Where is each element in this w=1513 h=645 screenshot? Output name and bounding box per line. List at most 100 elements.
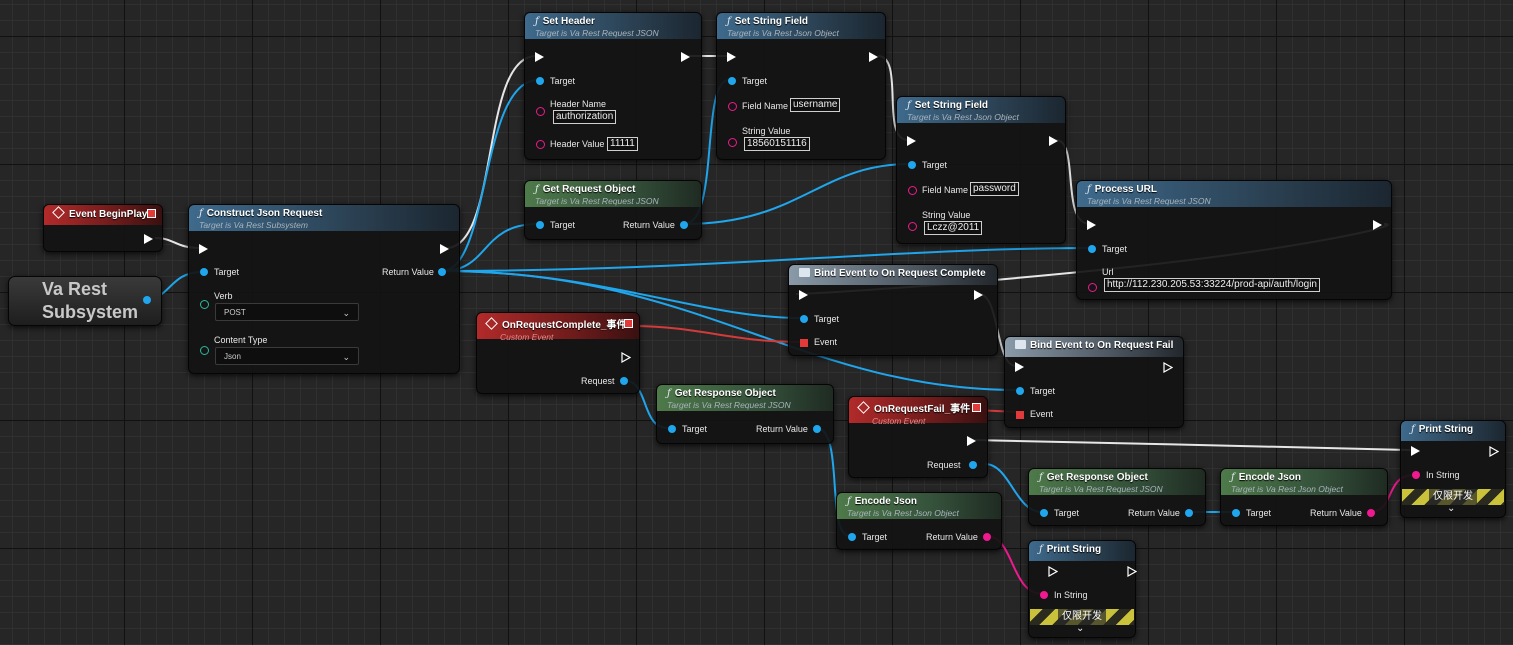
field-name-input[interactable]: username	[790, 98, 841, 112]
exec-in-pin[interactable]	[727, 52, 736, 62]
pin-label: Return Value	[926, 532, 978, 542]
target-pin[interactable]	[668, 425, 676, 433]
target-pin[interactable]	[908, 161, 916, 169]
node-title: Print String	[1418, 424, 1474, 435]
pin-label: Return Value	[382, 267, 434, 277]
delegate-square-icon[interactable]	[147, 209, 156, 218]
return-value-pin[interactable]	[983, 533, 991, 541]
bind-request-complete-node[interactable]: Bind Event to On Request Complete Target…	[788, 264, 998, 356]
exec-out-pin[interactable]	[967, 436, 976, 446]
node-title: Encode Json	[854, 496, 917, 507]
object-wire	[441, 247, 1091, 272]
header-value-pin[interactable]	[536, 140, 545, 149]
exec-in-pin[interactable]	[1087, 220, 1096, 230]
exec-out-pin[interactable]	[974, 290, 983, 300]
exec-out-pin[interactable]	[1163, 362, 1173, 373]
string-value-pin[interactable]	[908, 222, 917, 231]
exec-in-pin[interactable]	[907, 136, 916, 146]
pin-label: String Value	[922, 210, 971, 220]
target-pin[interactable]	[1016, 387, 1024, 395]
target-pin[interactable]	[728, 77, 736, 85]
exec-in-pin[interactable]	[1411, 446, 1420, 456]
exec-in-pin[interactable]	[535, 52, 544, 62]
return-value-pin[interactable]	[1185, 509, 1193, 517]
exec-out-pin[interactable]	[1127, 566, 1137, 577]
content-type-dropdown[interactable]: Json⌄	[215, 347, 359, 365]
exec-out-pin[interactable]	[440, 244, 449, 254]
exec-out-pin[interactable]	[1489, 446, 1499, 457]
exec-out-pin[interactable]	[621, 352, 631, 363]
delegate-square-icon[interactable]	[972, 403, 981, 412]
header-value-field[interactable]: 11111	[607, 137, 638, 151]
target-pin[interactable]	[1088, 245, 1096, 253]
target-pin[interactable]	[1040, 509, 1048, 517]
in-string-pin[interactable]	[1040, 591, 1048, 599]
field-name-pin[interactable]	[908, 186, 917, 195]
exec-in-pin[interactable]	[799, 290, 808, 300]
pin-label: Event	[814, 337, 838, 347]
pin-label: Request	[581, 376, 615, 386]
on-request-fail-event-node[interactable]: OnRequestFail_事件 Custom Event Request	[848, 396, 988, 478]
string-value-pin[interactable]	[728, 138, 737, 147]
field-name-pin[interactable]	[728, 102, 737, 111]
exec-in-pin[interactable]	[1015, 362, 1024, 372]
target-pin[interactable]	[1232, 509, 1240, 517]
exec-out-pin[interactable]	[144, 234, 153, 244]
chevron-down-icon[interactable]: ⌄	[1447, 503, 1456, 514]
exec-in-pin[interactable]	[1048, 566, 1058, 577]
output-pin[interactable]	[143, 296, 151, 304]
return-value-pin[interactable]	[438, 268, 446, 276]
url-pin[interactable]	[1088, 283, 1097, 292]
header-name-field[interactable]: authorization	[553, 110, 617, 124]
target-pin[interactable]	[848, 533, 856, 541]
exec-in-pin[interactable]	[199, 244, 208, 254]
on-request-complete-event-node[interactable]: OnRequestComplete_事件 Custom Event Reques…	[476, 312, 640, 394]
dev-only-label: 仅限开发	[1429, 489, 1477, 505]
event-pin[interactable]	[1016, 411, 1024, 419]
verb-value: POST	[224, 308, 246, 317]
event-beginplay-node[interactable]: Event BeginPlay	[43, 204, 163, 252]
request-pin[interactable]	[620, 377, 628, 385]
verb-pin[interactable]	[200, 300, 209, 309]
exec-out-pin[interactable]	[1049, 136, 1058, 146]
pin-label: Target	[1102, 244, 1128, 254]
target-pin[interactable]	[536, 77, 544, 85]
header-name-pin[interactable]	[536, 107, 545, 116]
exec-out-pin[interactable]	[681, 52, 690, 62]
target-pin[interactable]	[536, 221, 544, 229]
exec-out-pin[interactable]	[1373, 220, 1382, 230]
return-value-pin[interactable]	[680, 221, 688, 229]
content-type-pin[interactable]	[200, 346, 209, 355]
in-string-pin[interactable]	[1412, 471, 1420, 479]
field-name-input[interactable]: password	[970, 182, 1019, 196]
verb-dropdown[interactable]: POST⌄	[215, 303, 359, 321]
object-wire	[441, 270, 801, 319]
target-pin[interactable]	[800, 315, 808, 323]
chevron-down-icon[interactable]: ⌄	[1076, 623, 1085, 634]
exec-out-pin[interactable]	[869, 52, 878, 62]
url-input[interactable]: http://112.230.205.53:33224/prod-api/aut…	[1104, 278, 1320, 292]
request-pin[interactable]	[969, 461, 977, 469]
return-value-pin[interactable]	[813, 425, 821, 433]
delegate-square-icon[interactable]	[624, 319, 633, 328]
string-value-input[interactable]: 18560151116	[744, 137, 810, 151]
bind-request-fail-node[interactable]: Bind Event to On Request Fail Target Eve…	[1004, 336, 1184, 428]
event-pin[interactable]	[800, 339, 808, 347]
target-pin[interactable]	[200, 268, 208, 276]
string-value-input[interactable]: Lczz@2011	[924, 221, 983, 235]
return-value-pin[interactable]	[1367, 509, 1375, 517]
